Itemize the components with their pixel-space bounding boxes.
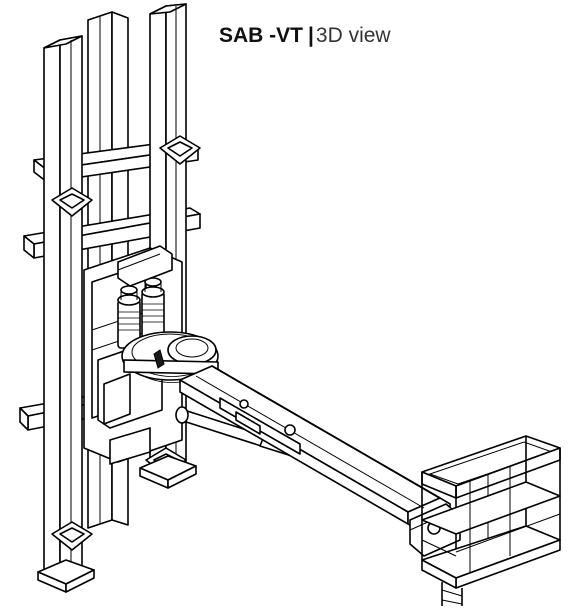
slewing-ring [121,331,219,383]
drive-motors [117,277,165,349]
carriage-top-bracket [117,245,173,369]
left-column [43,35,83,577]
column-base-plates [37,455,197,593]
view-label: 3D view [315,24,391,47]
basket-ladder [441,582,463,606]
model-name: SAB -VT [219,24,303,47]
caption-separator: | [308,24,314,47]
work-platform-basket [421,435,561,589]
telescopic-boom [179,365,451,531]
drawing-caption: SAB -VT|3D view [219,22,391,50]
